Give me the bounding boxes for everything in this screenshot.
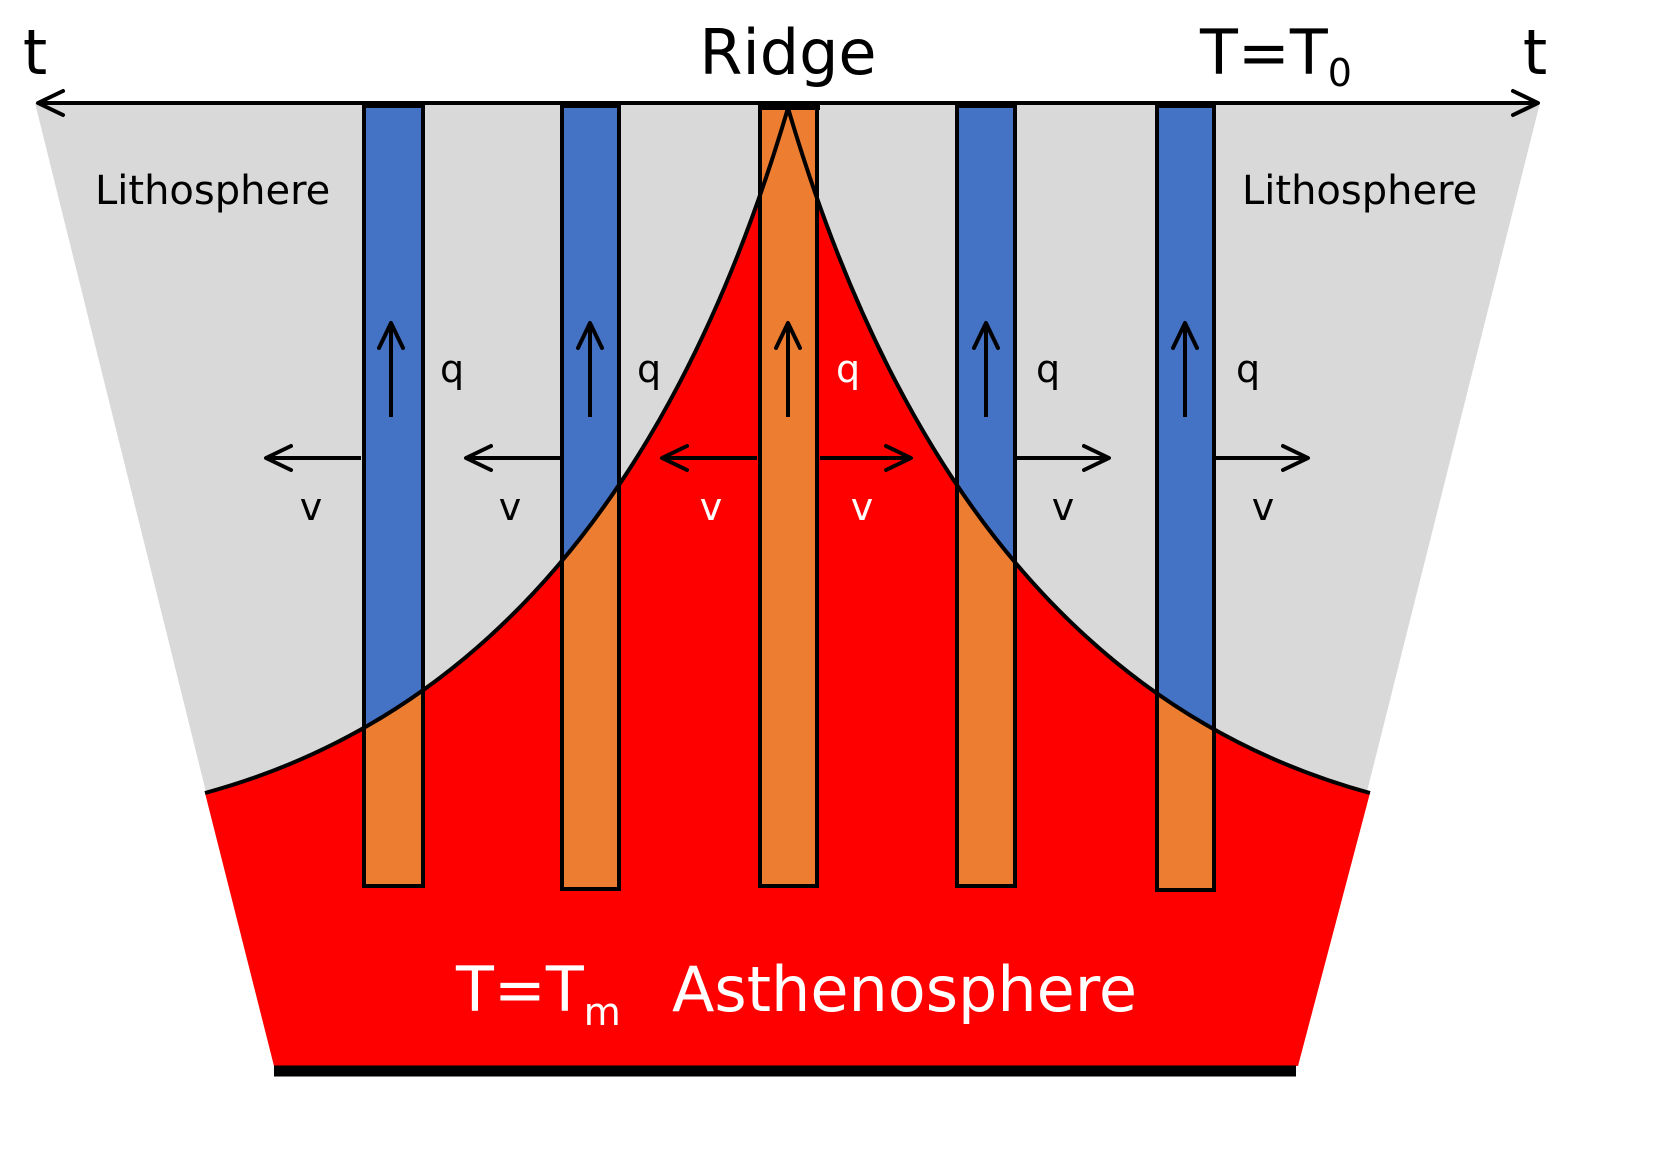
surface-temperature-subscript: 0 xyxy=(1328,51,1352,95)
surface-temperature-label: T=T0 xyxy=(1199,16,1352,95)
time-label-left: t xyxy=(23,16,47,89)
ridge-label: Ridge xyxy=(699,16,876,89)
ridge-cooling-diagram: t t Ridge T=T0 Lithosphere Lithosphere q… xyxy=(23,16,1547,1077)
lithosphere-label-right: Lithosphere xyxy=(1242,168,1477,214)
velocity-label-1: v xyxy=(300,485,323,529)
surface-temperature-main: T=T xyxy=(1199,16,1329,89)
column-1-outline xyxy=(362,104,425,888)
velocity-label-3-left: v xyxy=(700,485,723,529)
mantle-temperature-subscript: m xyxy=(584,990,621,1034)
column-3-hot xyxy=(760,106,817,886)
asthenosphere-label: Asthenosphere xyxy=(672,953,1137,1026)
column-4 xyxy=(955,104,1017,888)
heat-flow-label-1: q xyxy=(440,347,464,391)
heat-flow-label-3: q xyxy=(836,347,860,391)
heat-flow-label-4: q xyxy=(1036,347,1060,391)
velocity-label-2: v xyxy=(499,485,522,529)
heat-flow-label-2: q xyxy=(637,347,661,391)
column-4-outline xyxy=(955,104,1017,888)
time-label-right: t xyxy=(1523,16,1547,89)
diagram-stage: t t Ridge T=T0 Lithosphere Lithosphere q… xyxy=(23,16,1547,1077)
mantle-temperature-main: T=T xyxy=(455,953,585,1026)
column-5-outline xyxy=(1155,104,1216,892)
velocity-label-4: v xyxy=(1052,485,1075,529)
heat-flow-label-5: q xyxy=(1236,347,1260,391)
column-5 xyxy=(1155,104,1216,892)
column-1 xyxy=(362,104,425,888)
column-2-outline xyxy=(560,104,621,891)
lithosphere-label-left: Lithosphere xyxy=(95,168,330,214)
column-3 xyxy=(758,104,819,888)
velocity-label-3-right: v xyxy=(851,485,874,529)
velocity-label-5: v xyxy=(1252,485,1275,529)
mantle-temperature-label: T=Tm xyxy=(455,953,621,1034)
